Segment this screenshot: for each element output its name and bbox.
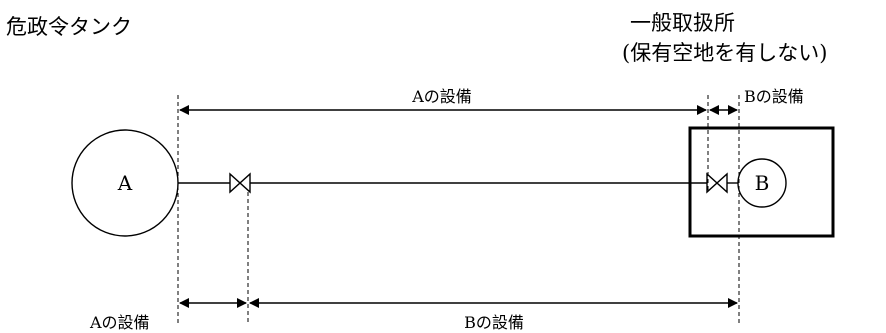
no-reserved-space-note: (保有空地を有しない) — [622, 41, 827, 65]
general-handling-facility-box — [688, 126, 835, 238]
hazardous-tank-label: 危政令タンク — [6, 15, 132, 39]
equipment-b-label: B — [755, 171, 770, 195]
valve-icon — [229, 172, 251, 194]
general-handling-facility-label: 一般取扱所 — [630, 11, 735, 35]
dimension-label-bottom-b: Bの設備 — [464, 313, 524, 332]
valve-icon — [706, 172, 728, 194]
dimension-label-top-a: Aの設備 — [411, 87, 472, 106]
dimension-label-top-b: Bの設備 — [744, 87, 804, 106]
dimension-label-bottom-a: Aの設備 — [89, 313, 150, 332]
tank-a-label: A — [117, 171, 133, 195]
